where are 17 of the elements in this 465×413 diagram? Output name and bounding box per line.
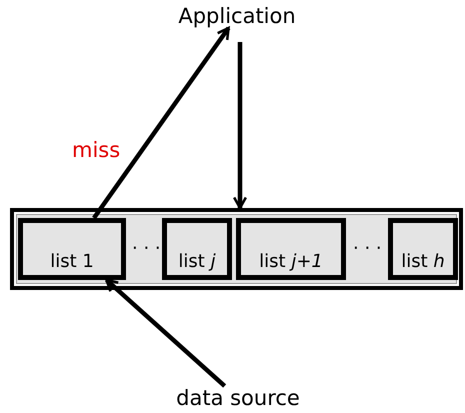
node-label: Application [170,4,304,28]
list-box [162,218,232,280]
list-label: list j [177,251,217,273]
list-label: list j+1 [258,251,324,273]
arrow [105,278,226,388]
ellipsis: · · · [132,238,161,259]
list-label: list h [400,251,446,273]
container-band [10,208,463,290]
list-label: list 1 [49,251,95,273]
edge-label: miss [71,138,122,162]
list-box [236,218,346,280]
arrow [232,42,248,210]
list-box [18,218,126,280]
node-label: data source [166,386,310,410]
ellipsis: · · · [353,238,382,259]
arrow [92,26,230,220]
list-box [388,218,458,280]
